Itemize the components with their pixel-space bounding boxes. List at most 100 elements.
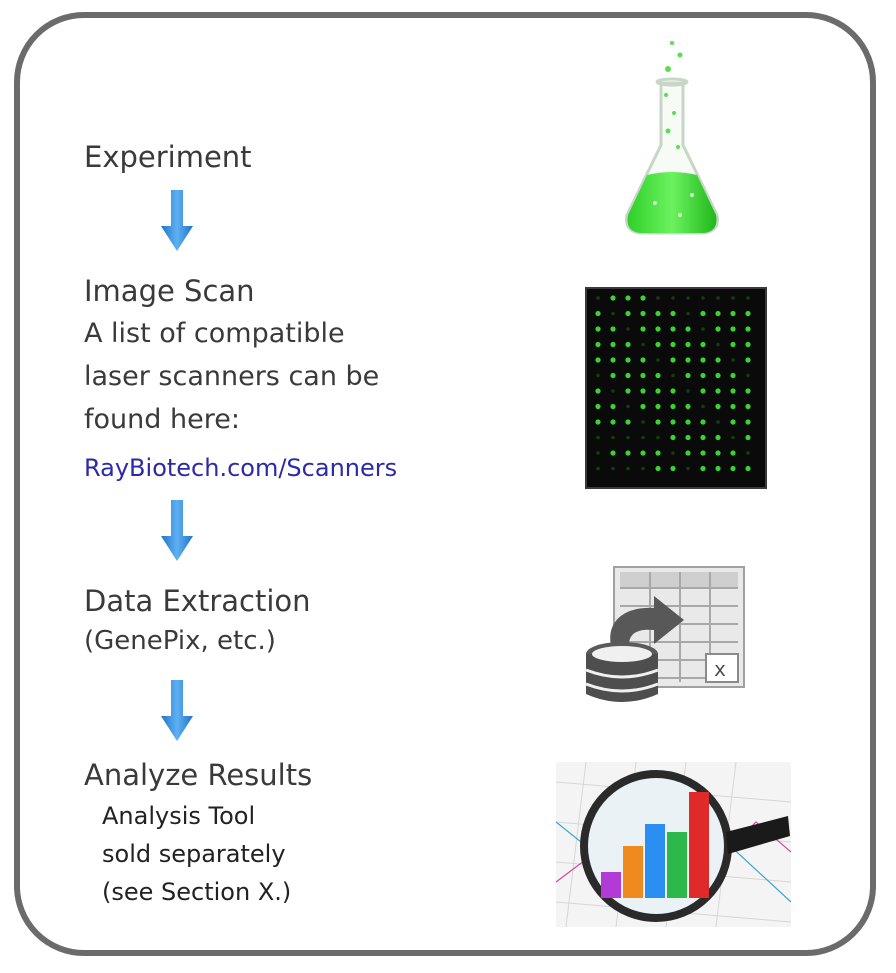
array-spot — [746, 373, 750, 378]
array-spot — [610, 357, 616, 363]
array-spot — [641, 435, 645, 440]
array-spot — [610, 403, 616, 410]
array-spot — [730, 388, 736, 394]
step-data-extraction-title: Data Extraction — [84, 584, 311, 618]
array-spot — [715, 326, 721, 332]
array-spot — [596, 435, 600, 440]
array-spot — [686, 389, 690, 393]
scanners-link[interactable]: RayBiotech.com/Scanners — [84, 454, 398, 482]
array-spot — [610, 326, 616, 332]
array-spot — [641, 466, 645, 471]
array-spot — [641, 342, 645, 347]
array-spot — [670, 465, 676, 472]
array-spot — [655, 310, 661, 317]
array-spot — [655, 372, 661, 379]
array-spot — [700, 357, 706, 363]
analyze-line-3: (see Section X.) — [102, 878, 292, 906]
array-spot — [626, 466, 630, 471]
array-spot — [625, 372, 631, 379]
array-spot — [670, 403, 676, 410]
array-spot — [640, 450, 646, 456]
array-spot — [671, 373, 675, 378]
array-spot — [640, 326, 646, 332]
array-spot — [656, 358, 660, 362]
image-scan-line-1: A list of compatible — [84, 318, 345, 349]
array-spot — [640, 310, 646, 317]
array-spot — [670, 434, 676, 441]
array-spot — [745, 388, 751, 394]
image-scan-line-3: found here: — [84, 404, 240, 435]
array-spot — [640, 295, 646, 301]
down-arrow-icon — [161, 190, 193, 251]
array-spot — [686, 311, 690, 316]
array-spot — [685, 419, 691, 425]
array-spot — [595, 357, 601, 363]
array-spot — [596, 466, 600, 471]
array-spot — [700, 310, 706, 317]
array-spot — [715, 450, 721, 456]
array-spot — [730, 326, 736, 332]
array-spot — [596, 373, 600, 378]
data-extraction-icon: x — [585, 566, 745, 702]
array-spot — [596, 451, 600, 455]
array-spot — [655, 403, 661, 410]
array-spot — [625, 388, 631, 394]
array-spot — [595, 419, 601, 425]
array-spot — [655, 465, 661, 472]
array-spot — [670, 341, 676, 348]
array-spot — [626, 404, 630, 409]
step-analyze-results-title: Analyze Results — [84, 758, 313, 792]
step-experiment-title: Experiment — [84, 140, 252, 174]
array-spot — [595, 403, 601, 410]
array-spot — [670, 357, 676, 363]
array-spot — [701, 327, 705, 331]
array-spot — [610, 419, 616, 425]
array-spot — [610, 372, 616, 379]
array-spot — [611, 466, 615, 471]
array-spot — [715, 465, 721, 472]
array-spot — [731, 358, 735, 362]
array-spot — [700, 372, 706, 379]
array-spot — [611, 435, 615, 440]
flask-icon — [625, 41, 719, 235]
array-spot — [715, 403, 721, 410]
array-spot — [656, 296, 660, 300]
array-spot — [671, 296, 675, 300]
array-spot — [626, 435, 630, 440]
array-spot — [730, 403, 736, 410]
array-spot — [655, 419, 661, 425]
array-spot — [701, 404, 705, 409]
array-spot — [625, 295, 631, 301]
array-spot — [745, 341, 751, 348]
array-spot — [685, 357, 691, 363]
array-spot — [730, 419, 736, 425]
array-spot — [625, 310, 631, 317]
array-spot — [746, 451, 750, 455]
array-spot — [655, 326, 661, 332]
array-spot — [655, 450, 661, 456]
microarray-scan-icon — [585, 287, 767, 489]
array-spot — [641, 420, 645, 424]
array-spot — [715, 372, 721, 379]
array-spot — [656, 435, 660, 440]
array-spot — [746, 296, 750, 300]
array-spot — [610, 295, 616, 301]
array-spot — [745, 403, 751, 410]
array-spot — [611, 389, 615, 393]
array-spot — [686, 296, 690, 300]
array-spot — [730, 372, 736, 379]
array-spot — [745, 357, 751, 363]
array-spot — [700, 465, 706, 472]
array-spot — [686, 466, 690, 471]
array-spot — [730, 341, 736, 348]
array-spot — [745, 434, 751, 441]
array-spot — [655, 388, 661, 394]
array-spot — [610, 450, 616, 456]
array-spot — [716, 342, 720, 347]
array-spot — [701, 296, 705, 300]
array-spot — [610, 341, 616, 348]
array-spot — [670, 326, 676, 332]
spreadsheet-x-label: x — [714, 657, 726, 681]
array-spot — [730, 450, 736, 456]
array-spot — [745, 419, 751, 425]
